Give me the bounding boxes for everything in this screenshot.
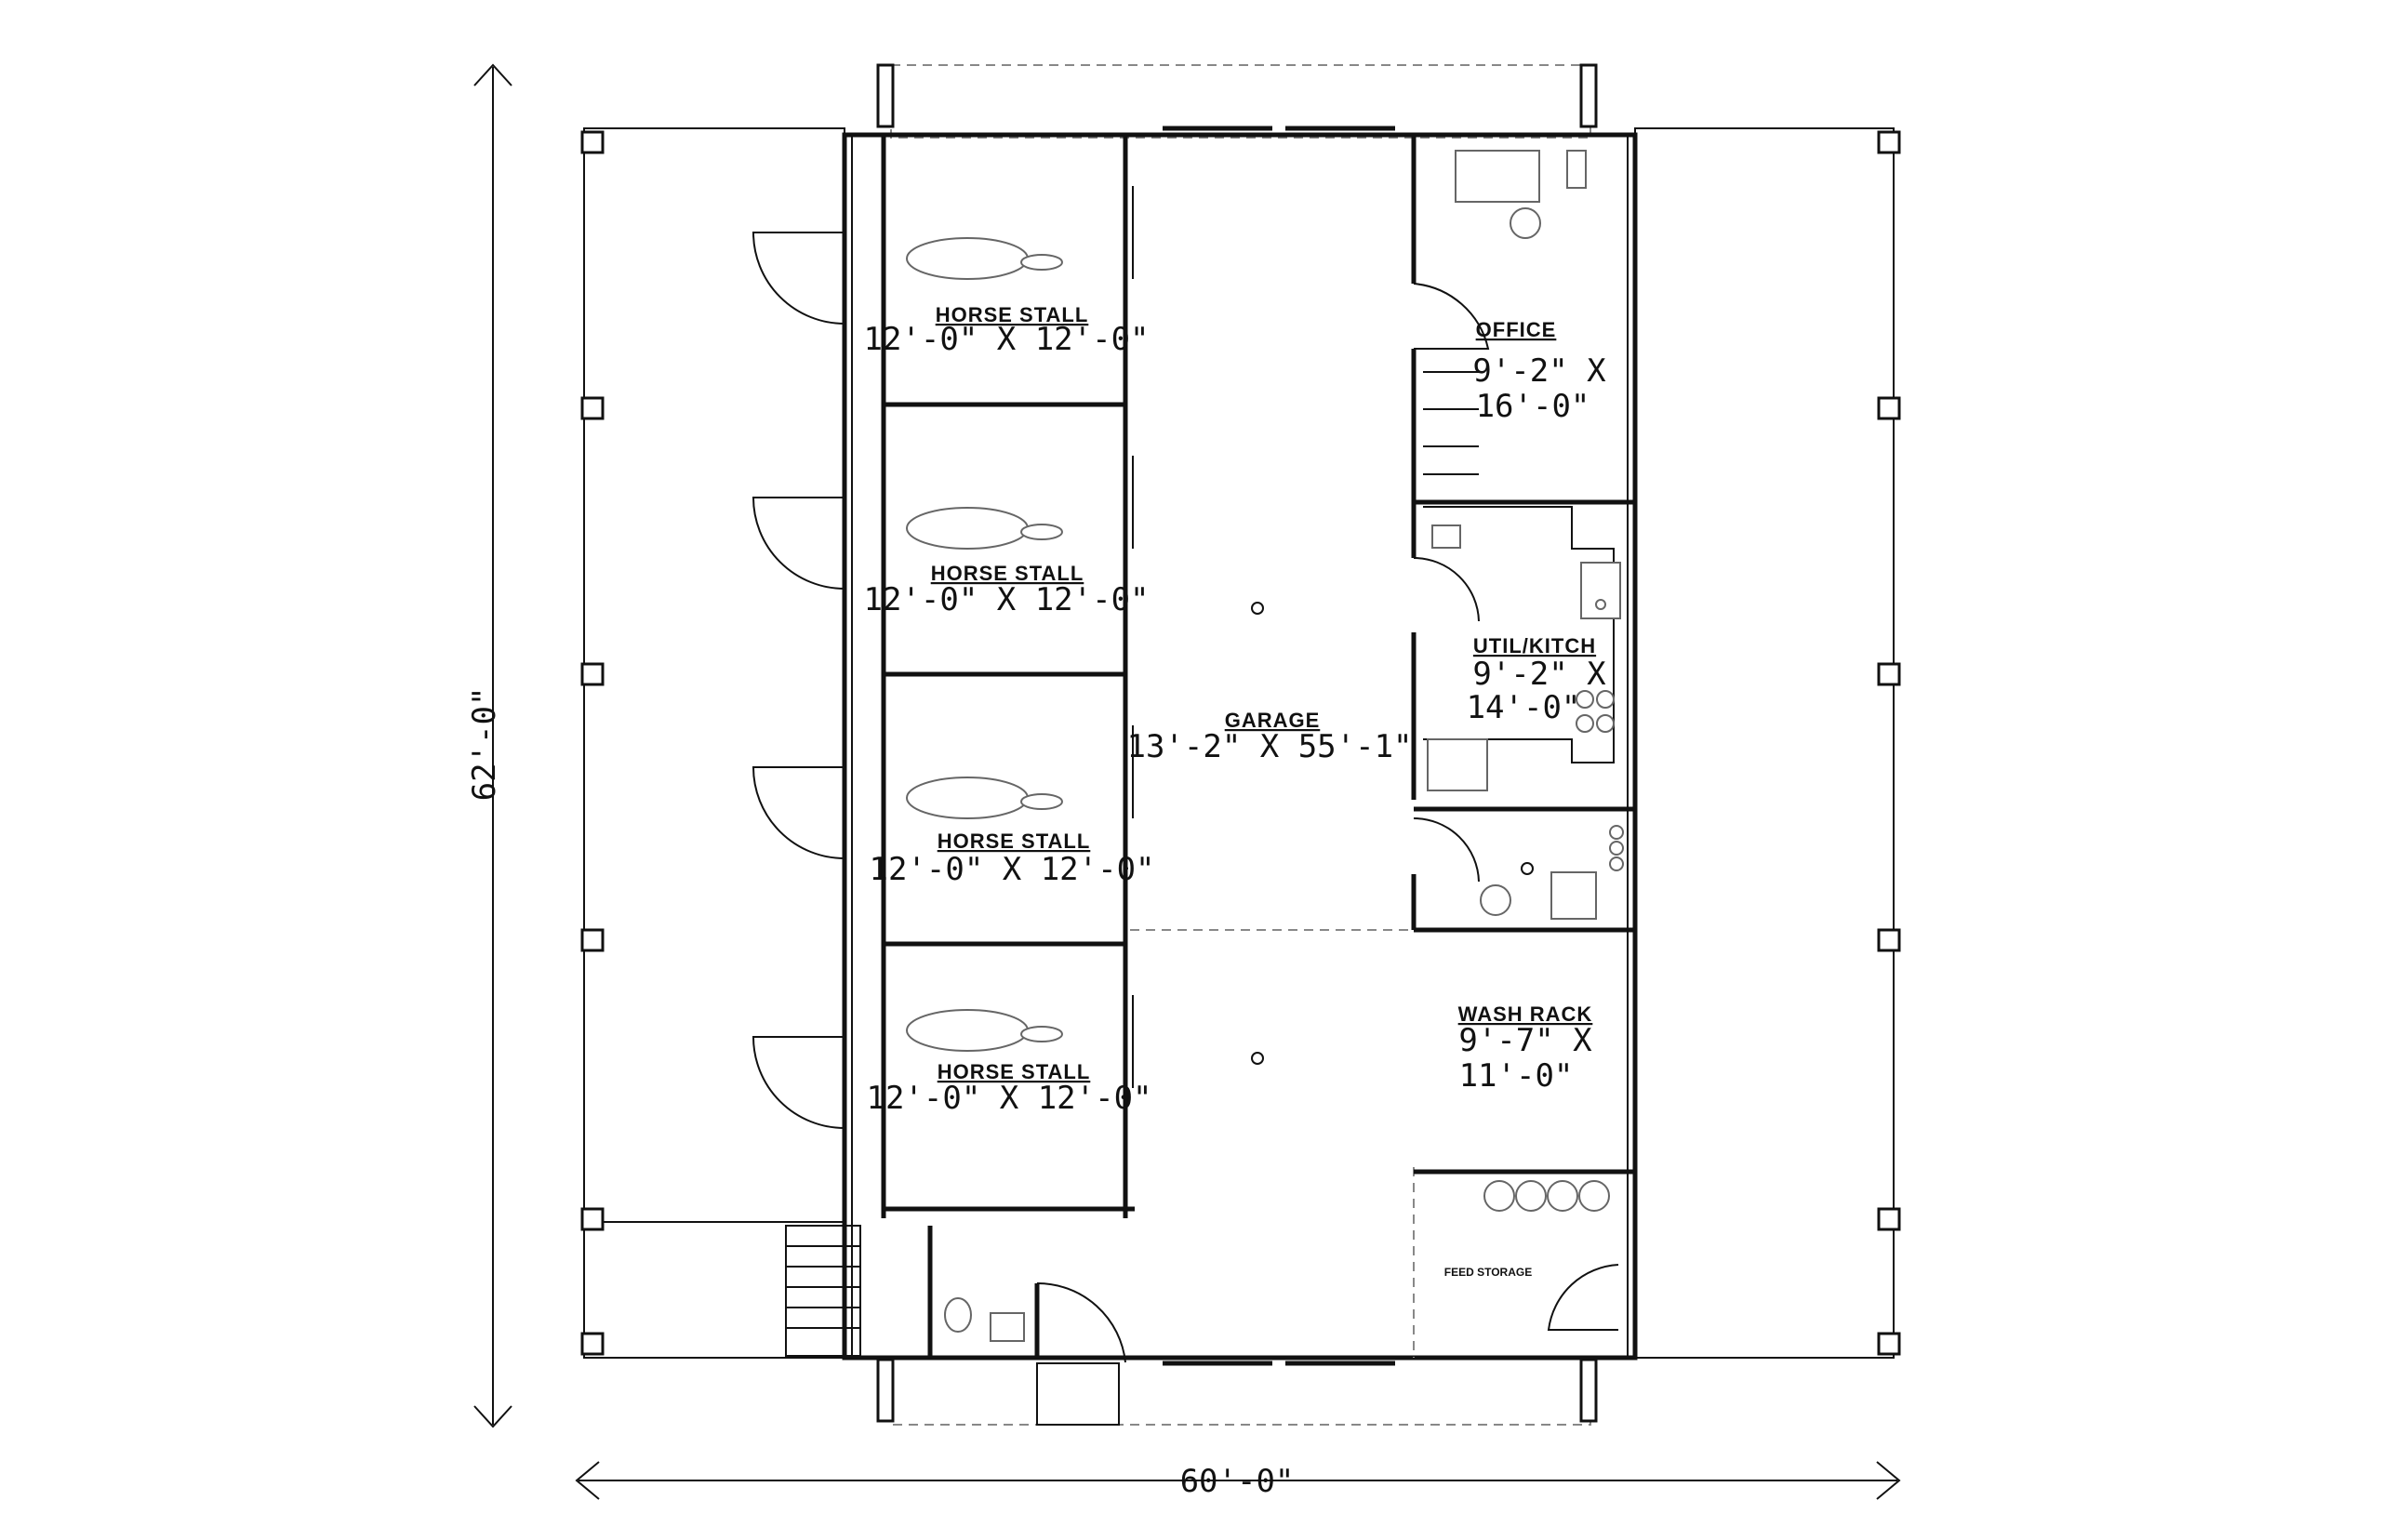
stall3-title: HORSE STALL xyxy=(938,830,1091,853)
stall4-size: 12'-0" X 12'-0" xyxy=(866,1080,1151,1117)
sliding-doors xyxy=(1163,126,1395,1366)
washrack-size-line1: 9'-7" X xyxy=(1458,1022,1592,1059)
horse-icons xyxy=(906,237,1063,1052)
right-room-walls xyxy=(1130,135,1635,1358)
horse-icon xyxy=(906,507,1063,550)
width-label: 60'-0" xyxy=(1180,1463,1295,1500)
garage-title: GARAGE xyxy=(1225,709,1321,732)
washrack-size-line2: 11'-0" xyxy=(1459,1057,1574,1095)
exterior-walls xyxy=(842,132,1638,1361)
horse-icon xyxy=(906,777,1063,819)
porch-posts xyxy=(580,63,1901,1423)
horse-icon xyxy=(906,1009,1063,1052)
stall-doors xyxy=(752,232,845,1129)
feed-storage-title: FEED STORAGE xyxy=(1444,1266,1532,1279)
kitchen-fixtures xyxy=(1423,506,1621,791)
depth-dimension: 62'-0" xyxy=(466,63,512,1428)
office-furniture xyxy=(1423,150,1587,475)
stall1-size: 12'-0" X 12'-0" xyxy=(863,321,1149,358)
office-size-line1: 9'-2" X xyxy=(1472,352,1606,390)
stall3-size: 12'-0" X 12'-0" xyxy=(869,851,1154,888)
ceiling-lights xyxy=(1251,602,1534,1065)
room-doors xyxy=(1413,283,1619,1331)
office-title: OFFICE xyxy=(1476,318,1557,341)
office-size-line2: 16'-0" xyxy=(1476,388,1590,425)
kitchen-title: UTIL/KITCH xyxy=(1473,634,1596,657)
bathroom xyxy=(785,1225,1126,1426)
width-dimension: 60'-0" xyxy=(575,1461,1901,1500)
washrack-title: WASH RACK xyxy=(1458,1002,1593,1026)
garage-size: 13'-2" X 55'-1" xyxy=(1126,728,1412,765)
stall4-title: HORSE STALL xyxy=(938,1060,1091,1083)
stall-walls xyxy=(881,135,1135,1218)
kitchen-size-line2: 14'-0" xyxy=(1467,689,1581,726)
horse-icon xyxy=(906,237,1063,280)
stall2-size: 12'-0" X 12'-0" xyxy=(863,581,1149,618)
laundry-fixtures xyxy=(1480,825,1624,920)
stall1-title: HORSE STALL xyxy=(936,303,1089,326)
depth-label: 62'-0" xyxy=(466,687,503,802)
kitchen-size-line1: 9'-2" X xyxy=(1472,656,1606,693)
feed-barrels xyxy=(1483,1180,1610,1212)
stall2-title: HORSE STALL xyxy=(931,562,1084,585)
